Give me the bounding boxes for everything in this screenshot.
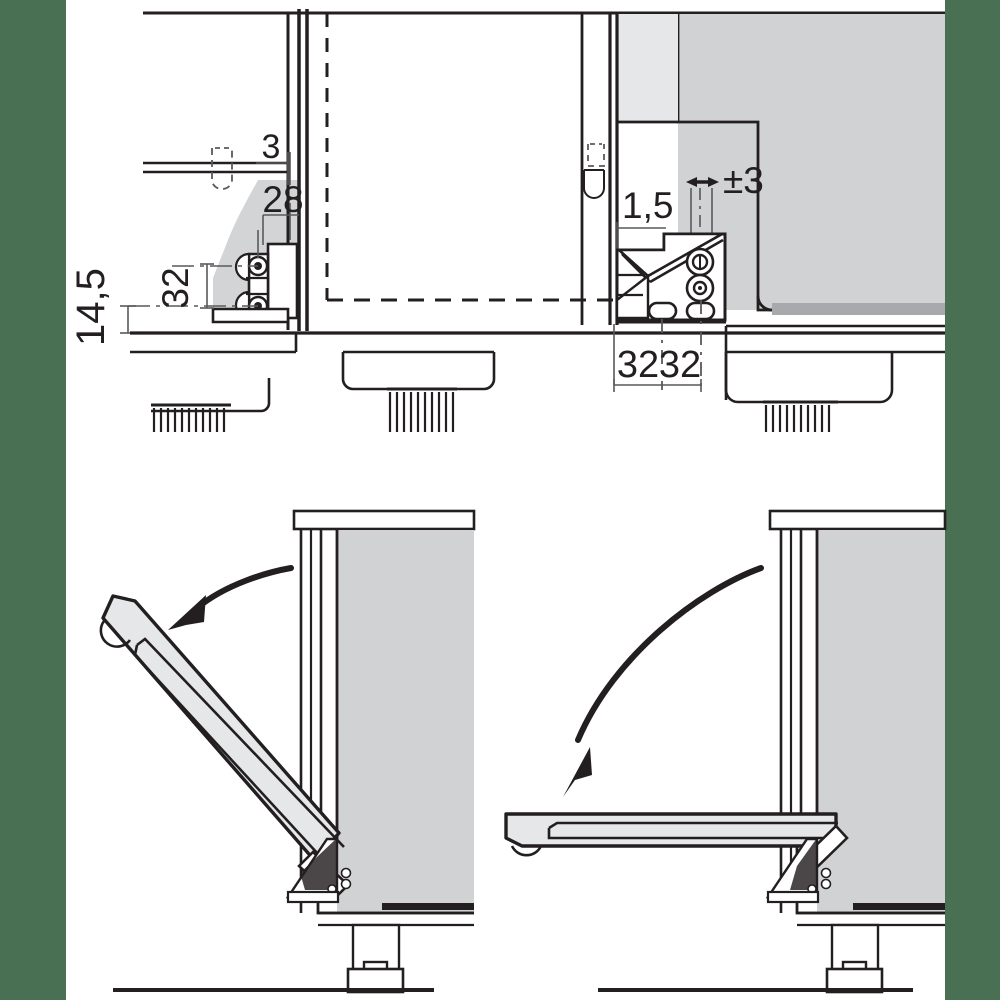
lift-bracket-assembly xyxy=(615,232,727,324)
dim-label-32: 32 xyxy=(155,267,196,308)
dim-label-28: 28 xyxy=(262,179,303,220)
bracket-screw-lower-dot xyxy=(698,286,702,290)
bracket-wedge xyxy=(615,232,727,278)
dim-label-1-5: 1,5 xyxy=(622,185,673,226)
br-hinge-wedge xyxy=(790,838,817,890)
dim-label-14-5: 14,5 xyxy=(69,268,113,346)
dim-label-32-left: 32 xyxy=(617,344,659,386)
bl-hinge-assembly xyxy=(285,837,474,910)
plinth-left-bracket xyxy=(151,378,271,413)
bl-hinge-baseplate xyxy=(286,890,340,904)
bl-hinge-hole-1 xyxy=(340,867,352,879)
cabinet-inner-light-strip xyxy=(617,14,678,122)
bl-hinge-hole-2 xyxy=(340,878,352,890)
double-arrow-horizontal-icon xyxy=(686,177,719,187)
curved-motion-arrow-icon xyxy=(168,565,294,630)
bracket-rib xyxy=(615,273,650,320)
br-hinge-assembly xyxy=(765,824,945,910)
side-dowel-hole-lower xyxy=(583,170,605,199)
br-flap-panel xyxy=(504,812,838,857)
dim-label-plus-minus-3: ±3 xyxy=(723,160,764,201)
side-dowel-hole-upper xyxy=(587,144,605,167)
tr-foot-brush-bristles xyxy=(764,405,831,432)
bl-cabinet-body xyxy=(337,530,474,913)
bl-flap-roller xyxy=(99,620,132,648)
hinge-mounting-plate xyxy=(266,242,299,320)
br-flap-inner-edge2 xyxy=(547,828,838,840)
dim-label-32-right: 32 xyxy=(659,344,701,386)
bl-flap-inner-edge2 xyxy=(133,644,331,868)
br-flap-roller xyxy=(510,845,543,857)
br-flap-body xyxy=(504,812,838,848)
bl-flap-inner-edge xyxy=(136,637,345,848)
bl-shadow-strip xyxy=(382,903,474,910)
br-flap-inner-edge xyxy=(548,821,838,830)
dim-label-3: 3 xyxy=(262,128,281,166)
br-hinge-hole-2 xyxy=(820,878,832,890)
curved-motion-arrow-icon xyxy=(563,565,764,797)
hinge-cheek-upper xyxy=(234,252,251,282)
br-cabinet-body xyxy=(817,530,945,913)
br-cabinet-top-cap xyxy=(768,509,947,531)
bl-hinge-wedge xyxy=(300,838,337,890)
br-hinge-hole-1 xyxy=(820,867,832,879)
cabinet-body-corner-round xyxy=(756,295,773,312)
br-hinge-baseplate xyxy=(766,890,820,904)
foot-brush-bristles xyxy=(388,392,455,432)
hinge-base-rail xyxy=(211,307,290,324)
dowel-hole-dashed xyxy=(211,148,233,190)
cabinet-shadow-strip xyxy=(772,303,945,315)
br-shadow-strip xyxy=(853,903,945,910)
bl-cabinet-top-cap xyxy=(292,509,476,531)
plinth-left-brush-bristles xyxy=(152,408,226,432)
